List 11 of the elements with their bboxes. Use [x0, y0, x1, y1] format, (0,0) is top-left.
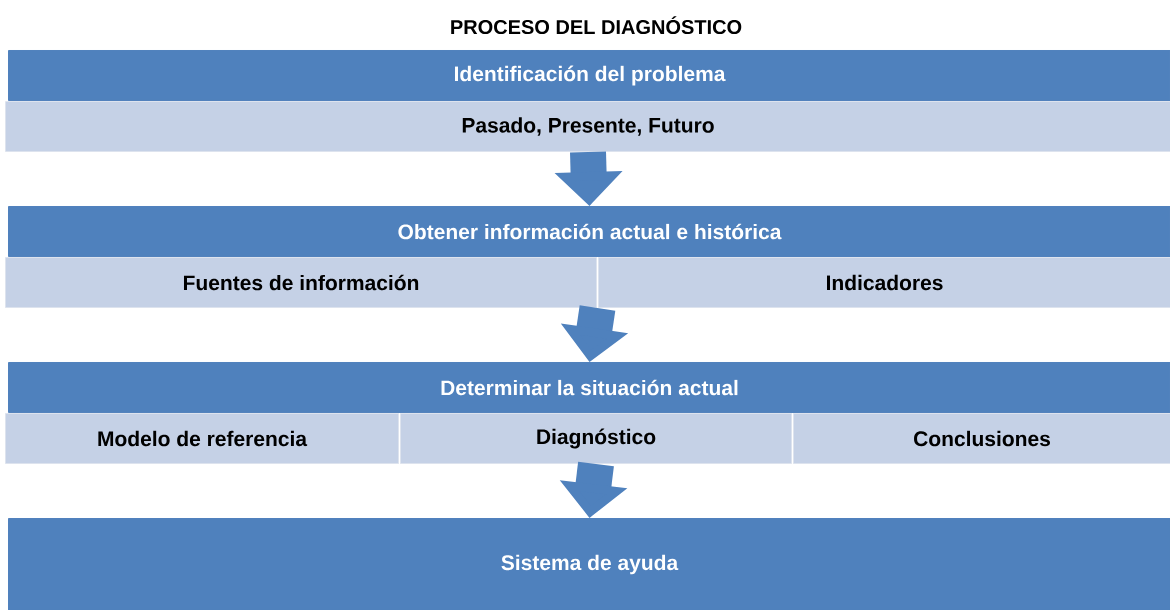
detail-cell: Indicadores	[598, 257, 1170, 308]
detail-cell: Pasado, Presente, Futuro	[5, 101, 1170, 152]
detail-cell: Diagnóstico	[400, 413, 792, 464]
detail-cell: Conclusiones	[793, 413, 1170, 464]
title: PROCESO DEL DIAGNÓSTICO	[451, 16, 742, 35]
step-band: Identificación del problema	[8, 50, 1170, 101]
step-band: Sistema de ayuda	[8, 518, 1170, 610]
detail-cell: Fuentes de información	[5, 257, 597, 308]
node-label: Conclusiones	[914, 430, 1050, 447]
node-label: Indicadores	[826, 274, 943, 291]
detail-cell: Modelo de referencia	[5, 413, 399, 464]
